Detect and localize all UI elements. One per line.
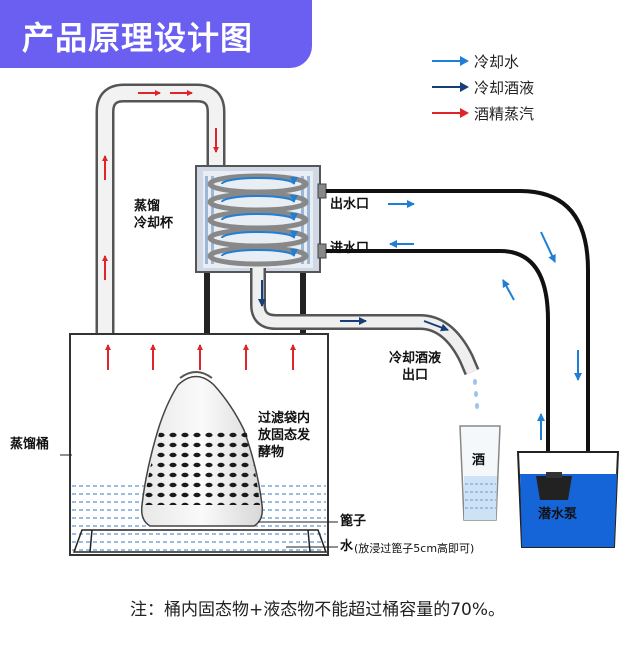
page-title: 产品原理设计图 bbox=[22, 19, 254, 57]
pump-body bbox=[536, 476, 572, 500]
support-leg bbox=[204, 270, 210, 336]
legend-label: 酒精蒸汽 bbox=[474, 104, 535, 123]
capacity-note: 注：桶内固态物+液态物不能超过桶容量的70%。 bbox=[129, 600, 506, 620]
title-banner: 产品原理设计图 bbox=[0, 0, 312, 68]
leader-lines bbox=[60, 454, 338, 548]
water-note: (放浸过篦子5cm高即可) bbox=[354, 542, 475, 555]
legend: 冷却水 冷却酒液 酒精蒸汽 bbox=[430, 48, 534, 126]
cooling-water-arrow-icon bbox=[432, 56, 469, 66]
alcohol-vapor-arrow-icon bbox=[432, 108, 469, 118]
liquor-flow-arrows bbox=[258, 280, 449, 332]
filter-bag-label: 过滤袋内 放固态发 酵物 bbox=[258, 411, 311, 460]
water-inlet-label: 进水口 bbox=[330, 241, 370, 256]
liquor-cup bbox=[459, 425, 501, 521]
water-hoses bbox=[326, 189, 590, 540]
liquor-outlet-label: 冷却酒液 出口 bbox=[388, 351, 441, 383]
legend-label: 冷却酒液 bbox=[474, 78, 535, 97]
liquor-drops bbox=[473, 379, 479, 409]
legend-item-cooling-water: 冷却水 bbox=[430, 48, 534, 74]
support-leg bbox=[300, 270, 306, 336]
cooled-liquor-arrow-icon bbox=[432, 82, 469, 92]
filter-bag bbox=[140, 371, 264, 527]
water-outlet-label: 出水口 bbox=[330, 197, 370, 212]
condenser-label: 蒸馏 冷却杯 bbox=[134, 199, 174, 231]
condenser-cup bbox=[195, 165, 327, 273]
legend-item-cooled-liquor: 冷却酒液 bbox=[430, 74, 534, 100]
still-barrel-label: 蒸馏桶 bbox=[10, 437, 50, 452]
steam-arrows bbox=[102, 90, 296, 370]
legend-item-alcohol-vapor: 酒精蒸汽 bbox=[430, 100, 534, 126]
pump-label: 潜水泵 bbox=[538, 507, 578, 522]
legend-label: 冷却水 bbox=[474, 52, 520, 71]
water-tank bbox=[516, 451, 620, 548]
cup-label: 酒 bbox=[472, 453, 486, 468]
water-flow-arrows bbox=[388, 200, 582, 440]
liquor-pipe bbox=[250, 268, 480, 376]
grate-label: 篦子 bbox=[340, 514, 367, 529]
water-label: 水 bbox=[340, 539, 354, 554]
